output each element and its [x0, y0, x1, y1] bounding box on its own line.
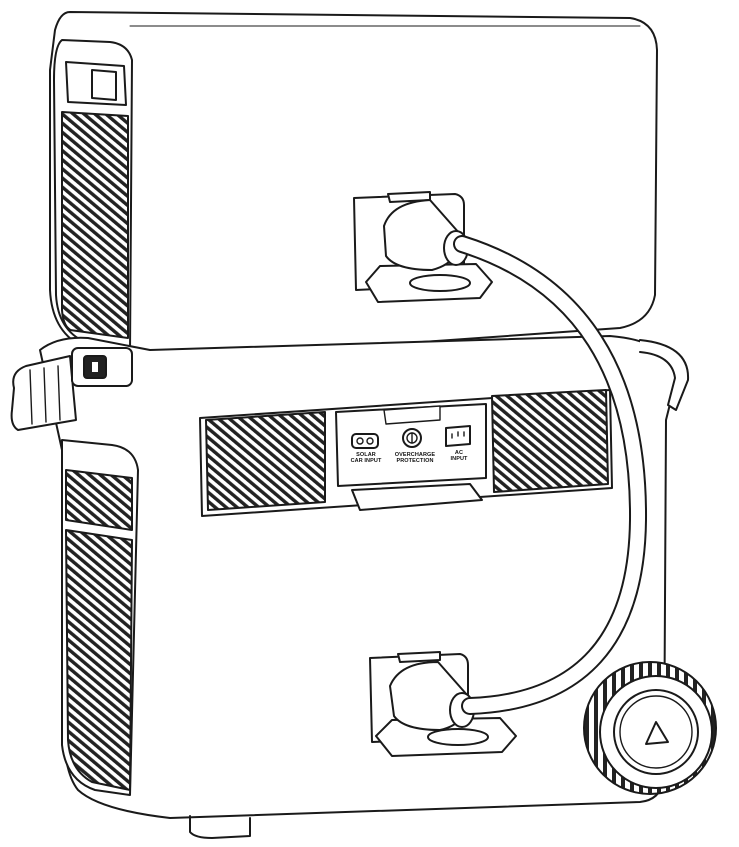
ac-label-line2: INPUT	[450, 456, 468, 462]
ac-label-line1: AC	[454, 450, 464, 456]
ac-input-label: AC INPUT	[443, 450, 475, 462]
overcharge-protection-label: OVERCHARGE PROTECTION	[392, 452, 438, 464]
wheel	[583, 661, 717, 795]
overcharge-label-line2: PROTECTION	[396, 458, 434, 464]
overcharge-label-line1: OVERCHARGE	[394, 452, 436, 458]
extra-battery-unit	[49, 11, 658, 363]
solar-input-label: SOLAR CAR INPUT	[345, 452, 387, 464]
solar-label-line1: SOLAR	[356, 452, 376, 458]
upper-connector	[353, 191, 493, 303]
main-power-station	[10, 335, 690, 839]
lower-connector	[369, 651, 517, 757]
solar-label-line2: CAR INPUT	[350, 458, 382, 464]
connecting-cable	[453, 235, 648, 715]
